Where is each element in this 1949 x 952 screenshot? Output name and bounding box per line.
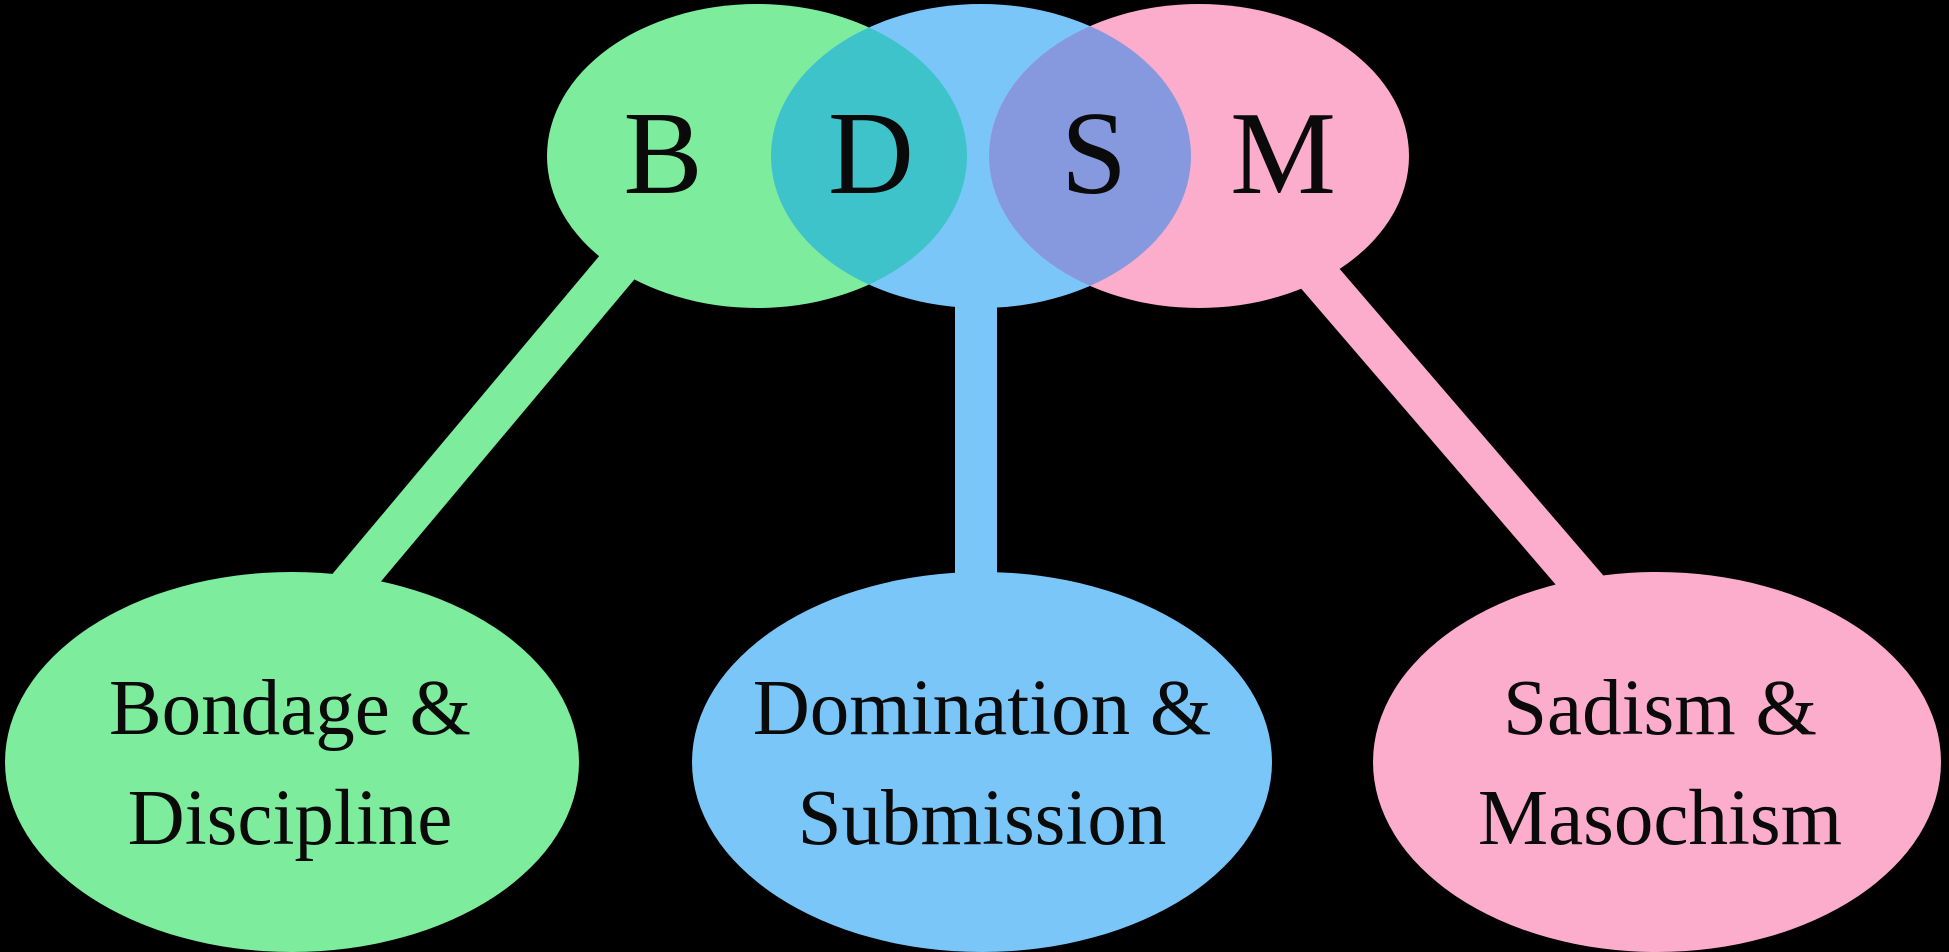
venn-circles <box>547 4 1409 308</box>
node-label-bondage-line2: Discipline <box>128 775 453 862</box>
node-label-sadism-line2: Masochism <box>1478 775 1842 862</box>
letter-d: D <box>828 87 914 219</box>
node-label-bondage-line1: Bondage & <box>109 665 471 752</box>
node-ellipse-bondage <box>5 572 579 952</box>
overlap-lens-sm <box>989 4 1191 308</box>
node-ellipse-domination <box>692 572 1272 952</box>
node-ellipse-sadism <box>1373 572 1941 952</box>
letter-s: S <box>1061 87 1127 219</box>
letter-m: M <box>1230 87 1336 219</box>
connector-lines <box>321 238 1623 626</box>
venn-letters: B D S M <box>623 87 1336 219</box>
connector-line-bondage <box>321 238 647 614</box>
node-bondage-discipline: Bondage & Discipline <box>5 572 579 952</box>
overlap-lens-bd <box>771 4 967 308</box>
letter-b: B <box>623 87 702 219</box>
node-label-sadism-line1: Sadism & <box>1503 665 1817 752</box>
node-domination-submission: Domination & Submission <box>692 572 1272 952</box>
connector-line-sadism <box>1284 241 1623 626</box>
node-label-domination-line2: Submission <box>798 775 1167 862</box>
node-sadism-masochism: Sadism & Masochism <box>1373 572 1941 952</box>
node-label-domination-line1: Domination & <box>753 665 1212 752</box>
